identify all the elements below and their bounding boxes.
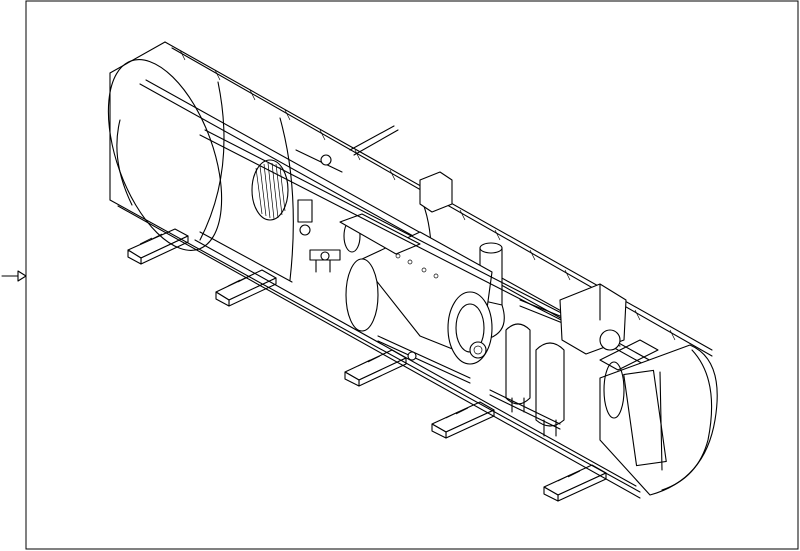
receiver-tank <box>505 323 531 413</box>
coil-bundle <box>251 159 289 221</box>
saddle-support <box>543 464 607 502</box>
end-head <box>599 339 718 496</box>
valve-cluster <box>297 199 341 273</box>
boiler-drum <box>339 213 493 365</box>
top-bracket <box>419 171 453 213</box>
lower-piping <box>377 335 561 430</box>
saddle-support <box>431 401 495 439</box>
edge-arrow-marker <box>1 270 27 282</box>
pump-unit <box>559 283 627 355</box>
saddle-support <box>344 349 407 387</box>
sheet-border <box>25 0 799 550</box>
receiver-tank <box>535 342 565 437</box>
